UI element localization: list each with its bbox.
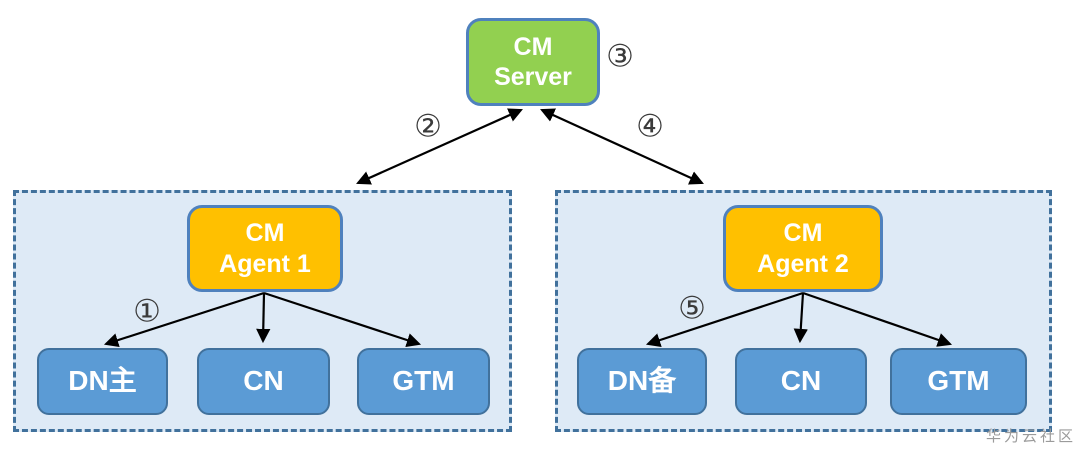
node-gtm-1-label: GTM: [392, 365, 455, 397]
step-label-1: ①: [133, 293, 161, 330]
step-label-5: ⑤: [678, 290, 706, 327]
huawei-cloud-community-watermark: 华为云社区: [985, 428, 1076, 445]
step-label-4: ④: [636, 108, 664, 145]
node-dn-standby: DN备: [577, 348, 707, 415]
node-gtm-1: GTM: [357, 348, 490, 415]
cm-server-label-line2: Server: [494, 63, 572, 91]
cm-agent1-label-line2: Agent 1: [219, 249, 311, 278]
step-label-3: ③: [606, 38, 634, 75]
node-dn-standby-label: DN备: [607, 365, 677, 397]
node-gtm-2-label: GTM: [927, 365, 990, 397]
node-cn-1: CN: [197, 348, 330, 415]
cm-server-label-line1: CM: [513, 32, 553, 61]
node-cn-1-label: CN: [243, 365, 284, 397]
cm-server-box: CM Server: [466, 18, 600, 106]
node-cn-2: CN: [735, 348, 867, 415]
node-dn-primary: DN主: [37, 348, 168, 415]
node-cn-2-label: CN: [780, 365, 822, 397]
arrow-server-cluster2: [540, 108, 704, 185]
cm-agent2-box: CM Agent 2: [723, 205, 883, 292]
cm-agent1-label-line1: CM: [245, 219, 285, 247]
cm-agent1-box: CM Agent 1: [187, 205, 343, 292]
node-gtm-2: GTM: [890, 348, 1027, 415]
step-label-2: ②: [414, 108, 442, 145]
cm-agent2-label-line1: CM: [783, 219, 823, 247]
cm-agent2-label-line2: Agent 2: [757, 249, 849, 278]
node-dn-primary-label: DN主: [68, 365, 137, 397]
